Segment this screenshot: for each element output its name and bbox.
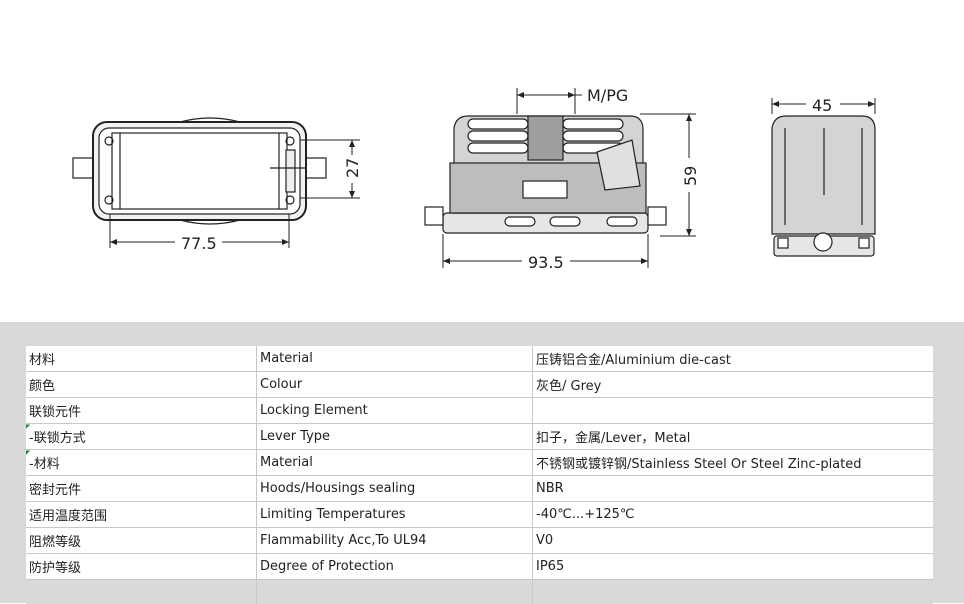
front-view [425,116,666,233]
dim-depth-label: 45 [812,96,832,115]
spec-value: -40℃...+125℃ [533,502,934,528]
spec-label-en: Material [257,450,533,476]
spec-label-en: Limiting Temperatures [257,502,533,528]
spec-label-cn: 材料 [26,346,257,372]
spec-label-en: Locking Element [257,398,533,424]
spec-value: NBR [533,476,934,502]
spec-label-en: Colour [257,372,533,398]
spec-label-cn: 防护等级 [26,554,257,580]
spec-label-cn: 适用温度范围 [26,502,257,528]
spec-label-cn: -联锁方式 [26,424,257,450]
dim-length-label: 77.5 [181,234,217,253]
spec-value: V0 [533,528,934,554]
spec-label-cn: -材料 [26,450,257,476]
spec-label-cn: 颜色 [26,372,257,398]
top-view [73,118,326,224]
technical-drawing: 77.5 27 [0,0,964,322]
dim-thread-label: M/PG [587,86,628,105]
spec-value: 扣子，金属/Lever，Metal [533,424,934,450]
dim-height-label: 59 [681,166,700,186]
drawing-canvas: 77.5 27 [0,0,964,322]
table-row-blank [26,580,933,604]
spec-value: 不锈钢或镀锌钢/Stainless Steel Or Steel Zinc-pl… [533,450,934,476]
spec-value [533,398,934,424]
spec-value: 压铸铝合金/Aluminium die-cast [533,346,934,372]
spec-label-en: Hoods/Housings sealing [257,476,533,502]
spec-value: IP65 [533,554,934,580]
dim-total-length-label: 93.5 [528,253,564,272]
spec-label-en: Flammability Acc,To UL94 [257,528,533,554]
side-view [772,116,875,256]
spec-label-en: Material [257,346,533,372]
spec-value: 灰色/ Grey [533,372,934,398]
dim-width-label: 27 [343,158,362,178]
spec-label-cn: 联锁元件 [26,398,257,424]
spec-label-en: Lever Type [257,424,533,450]
spec-label-cn: 阻燃等级 [26,528,257,554]
spec-label-cn: 密封元件 [26,476,257,502]
spec-label-en: Degree of Protection [257,554,533,580]
